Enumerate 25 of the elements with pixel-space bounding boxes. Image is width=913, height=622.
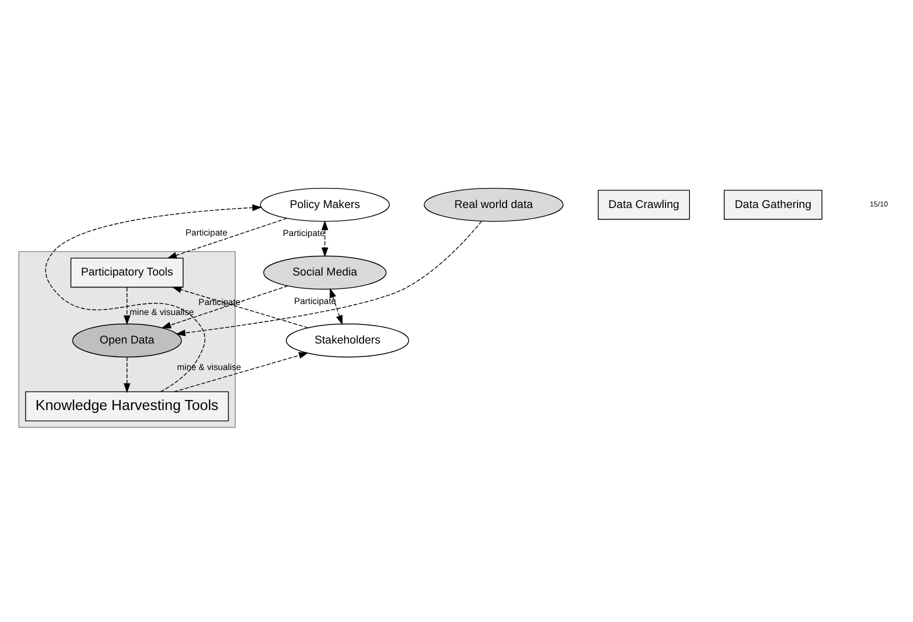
node-box: Data Gathering [724,190,822,220]
edge-label: Participate [282,228,325,238]
arrow [161,285,288,328]
arrow [176,220,482,336]
label: 15/10 [870,200,888,209]
arrow [174,352,308,392]
arrow [45,204,262,392]
node-ellipse: Social Media [263,256,386,290]
node-ellipse: Policy Makers [260,188,390,222]
edge-label: Participate [294,296,336,306]
node-box: Data Crawling [598,190,690,220]
arrow [172,286,308,328]
node-box: Participatory Tools [70,258,184,288]
arrow [167,218,288,259]
arrow [124,356,130,393]
node-box: Knowledge Harvesting Tools [25,391,229,422]
node-ellipse: Real world data [424,188,564,222]
edge-label: mine & visualise [176,362,242,372]
node-ellipse: Stakeholders [286,324,410,358]
arrow [330,288,343,326]
arrow [321,220,328,258]
node-ellipse: Open Data [72,324,182,358]
edge-label: Participate [186,228,228,238]
edge-label: mine & visualise [130,307,194,318]
arrow [124,287,130,326]
